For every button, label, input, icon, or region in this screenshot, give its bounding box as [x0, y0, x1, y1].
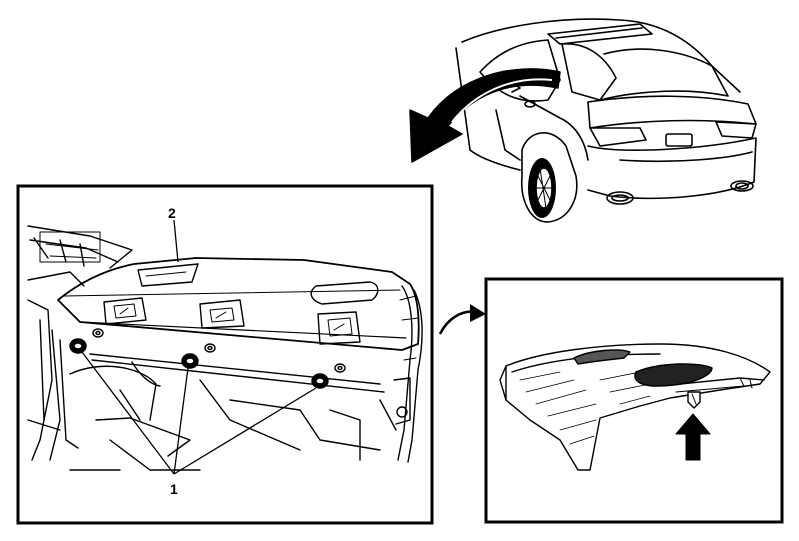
- leader-line-2: [173, 219, 179, 263]
- rear-window: [599, 48, 729, 101]
- leader-line-1a: [81, 351, 175, 475]
- exhaust-tip-left: [606, 191, 634, 205]
- clip-indicator-up-arrow-icon: [675, 413, 711, 461]
- vehicle-roof: [461, 18, 741, 93]
- tail-lamp-right: [715, 121, 757, 139]
- tether-anchor-left: [103, 297, 147, 325]
- rear-window-frame: [27, 225, 133, 269]
- main-detail-frame: [16, 184, 434, 525]
- inset-center-opening: [573, 349, 631, 365]
- c-pillar-trim: [397, 285, 413, 461]
- exhaust-tip-right: [730, 180, 754, 192]
- rear-shelf-trim-panel: [57, 257, 420, 351]
- fastener-nut-right: [311, 373, 329, 389]
- package-shelf-reinforcement: [89, 353, 385, 393]
- sunroof: [547, 23, 653, 45]
- rear-bumper: [587, 137, 757, 200]
- detail-arrow-icon: [438, 304, 486, 335]
- fastener-nuts: [69, 338, 329, 389]
- rear-wheel: [520, 132, 578, 223]
- tether-anchor-right: [317, 311, 361, 345]
- right-speaker-opening: [310, 281, 379, 305]
- tail-lamp-left: [589, 127, 647, 147]
- fastener-nut-center: [181, 353, 199, 369]
- removal-arrow-icon: [409, 68, 561, 163]
- fastener-nut-left: [69, 338, 87, 354]
- retaining-clip: [687, 391, 701, 409]
- main-detail-drawing: [27, 225, 423, 471]
- leader-line-1b: [173, 367, 189, 475]
- vehicle-overview: [455, 18, 757, 223]
- leader-lines: [81, 219, 317, 475]
- rear-quarter-window: [561, 43, 617, 101]
- leader-line-1c: [173, 387, 317, 475]
- callout-label-fasteners: 1: [170, 481, 178, 497]
- inset-trim-panel: [499, 343, 771, 471]
- vehicle-body-side: [455, 47, 521, 171]
- center-opening: [137, 263, 199, 287]
- inset-speaker-opening: [634, 363, 713, 387]
- left-side-structure: [27, 299, 53, 461]
- license-plate-area: [665, 133, 693, 147]
- callout-label-trim-panel: 2: [168, 205, 176, 221]
- tether-anchor-center: [199, 299, 245, 329]
